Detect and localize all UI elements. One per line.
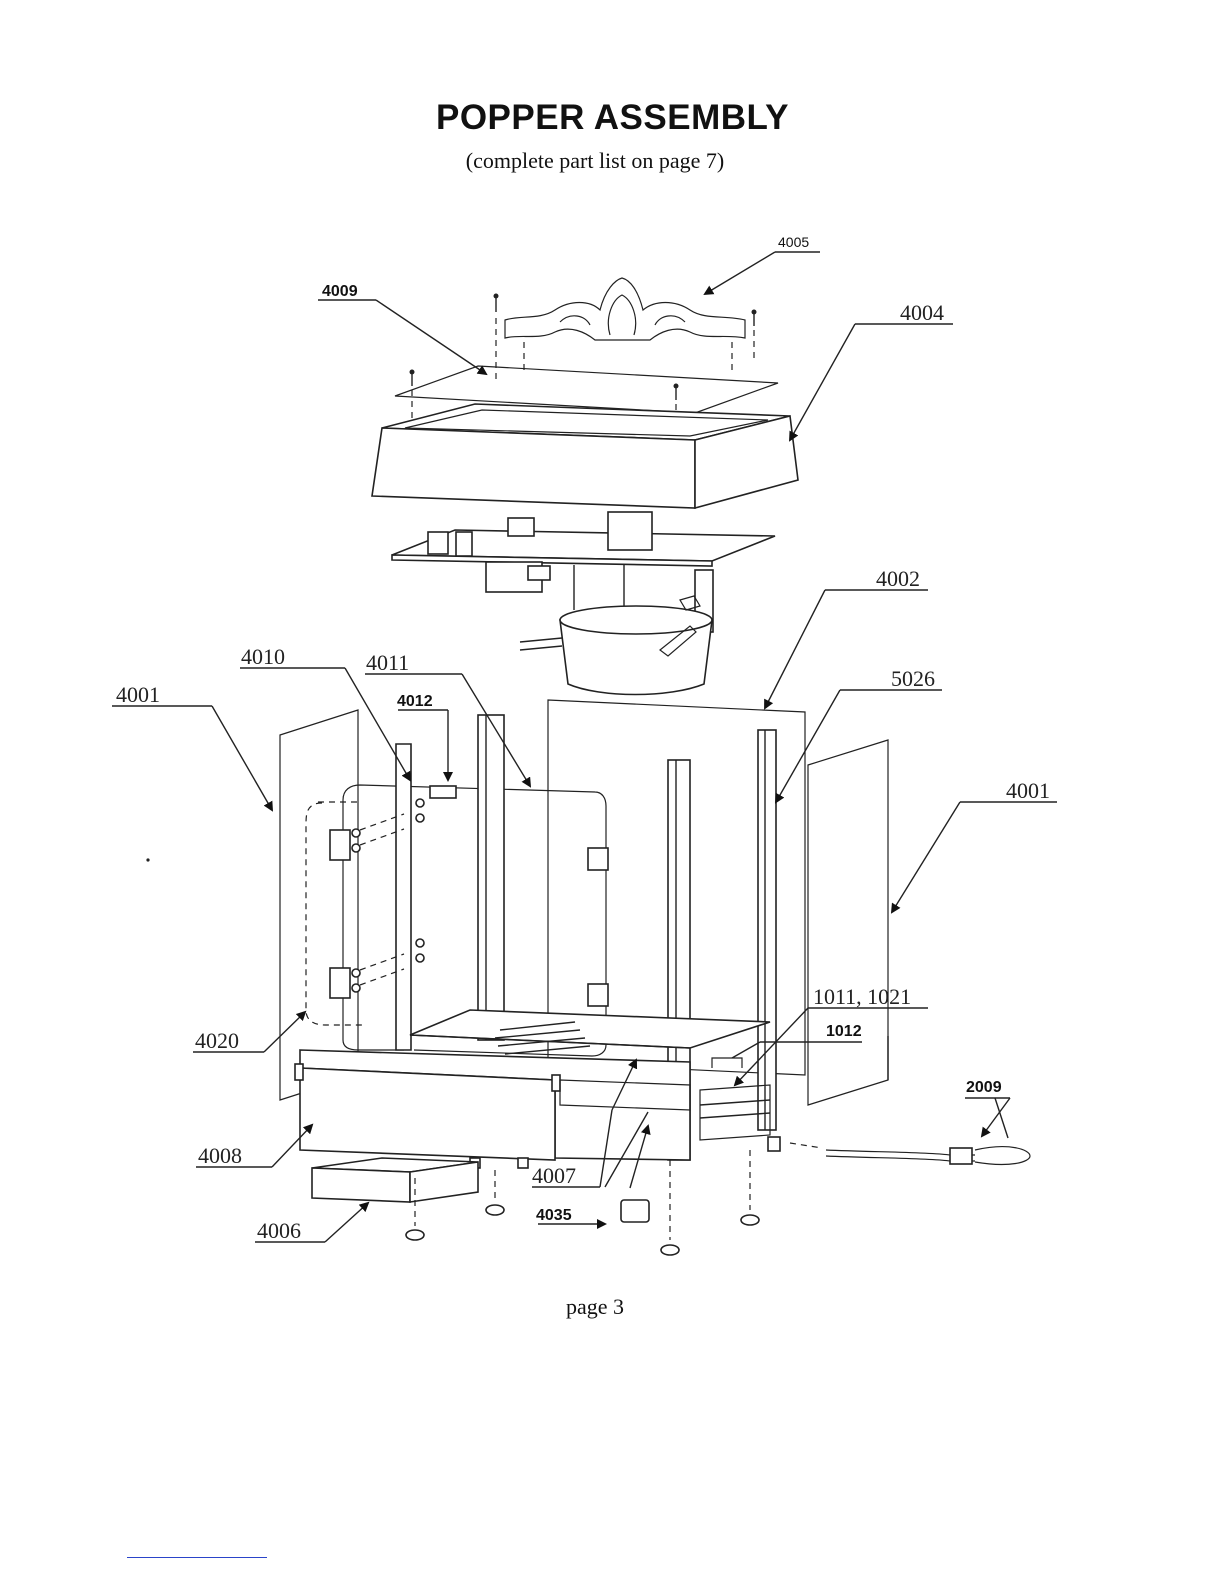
callout-4005: 4005 bbox=[778, 234, 809, 250]
crumb-drawer bbox=[312, 1158, 478, 1202]
top-plate bbox=[395, 366, 778, 413]
power-cord bbox=[790, 1143, 1030, 1164]
callout-2009: 2009 bbox=[966, 1079, 1002, 1096]
floor-deck bbox=[410, 1010, 770, 1054]
callout-4006: 4006 bbox=[257, 1218, 301, 1243]
callout-4009: 4009 bbox=[322, 283, 358, 300]
callout-4011: 4011 bbox=[366, 650, 409, 675]
left-side-panel bbox=[280, 710, 358, 1100]
front-cabinet bbox=[295, 1050, 780, 1168]
crest-part bbox=[505, 278, 745, 340]
right-side-panel bbox=[808, 740, 888, 1105]
center-rear-post bbox=[478, 715, 504, 1040]
dome-housing bbox=[372, 404, 798, 508]
callout-5026: 5026 bbox=[891, 666, 935, 691]
callout-4001-left: 4001 bbox=[116, 682, 160, 707]
kettle-deck-assembly bbox=[392, 512, 775, 695]
callout-4007: 4007 bbox=[532, 1163, 576, 1188]
link-underline bbox=[127, 1557, 267, 1558]
callout-4001-right: 4001 bbox=[1006, 778, 1050, 803]
callout-4035: 4035 bbox=[536, 1207, 572, 1224]
callout-1012: 1012 bbox=[826, 1023, 862, 1040]
callout-4002: 4002 bbox=[876, 566, 920, 591]
callout-4012: 4012 bbox=[397, 693, 433, 710]
part-4035 bbox=[621, 1200, 649, 1222]
callout-4008: 4008 bbox=[198, 1143, 242, 1168]
callout-4020: 4020 bbox=[195, 1028, 239, 1053]
callout-4004: 4004 bbox=[900, 300, 944, 325]
left-door-assembly bbox=[306, 744, 608, 1056]
callout-1011-1021: 1011, 1021 bbox=[813, 984, 911, 1009]
callout-4010: 4010 bbox=[241, 644, 285, 669]
page-number: page 3 bbox=[0, 1294, 1190, 1320]
